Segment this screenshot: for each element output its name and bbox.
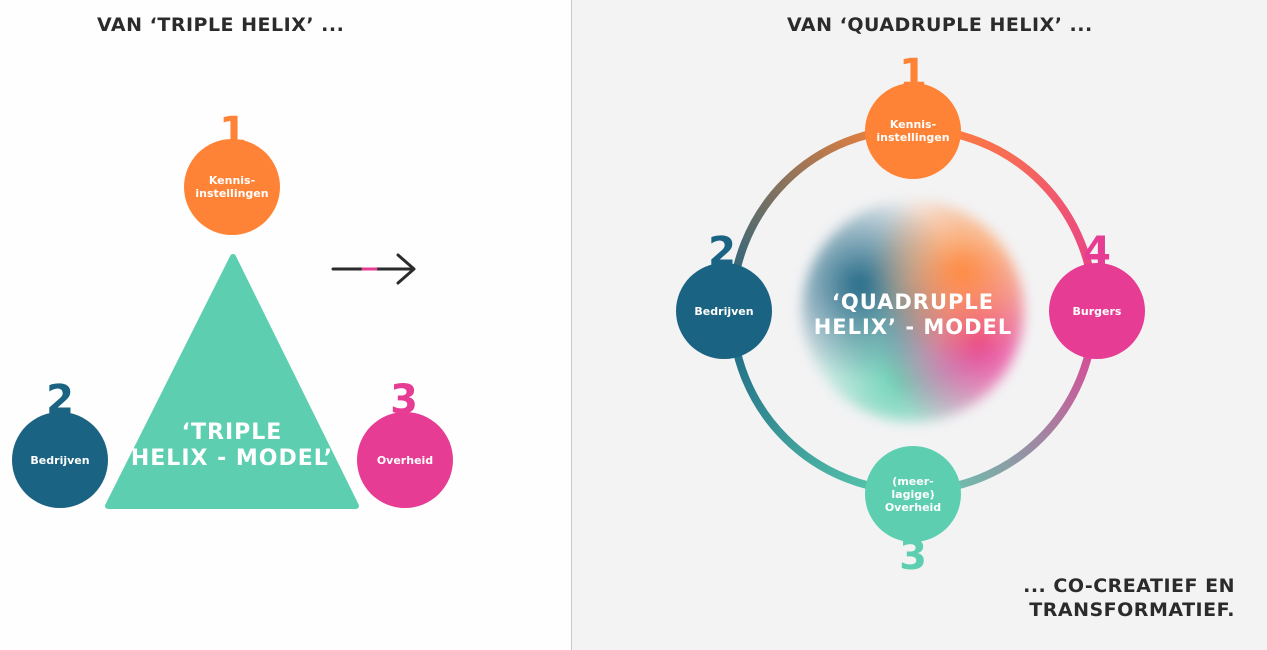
node-bedrijven: Bedrijven [12, 412, 108, 508]
node-bedrijven: Bedrijven [676, 263, 772, 359]
triple-helix-panel [0, 0, 571, 650]
node-label: Kennis- instellingen [195, 174, 269, 200]
quadruple-helix-heading: VAN ‘QUADRUPLE HELIX’ ... [787, 14, 1093, 36]
node-label: Kennis- instellingen [876, 118, 950, 144]
node-kennisinstellingen: Kennis- instellingen [865, 83, 961, 179]
co-creatief-footer: ... CO-CREATIEF EN TRANSFORMATIEF. [1023, 575, 1235, 621]
node-kennisinstellingen: Kennis- instellingen [184, 139, 280, 235]
triple-helix-heading: VAN ‘TRIPLE HELIX’ ... [97, 14, 345, 36]
node-number-3: 3 [899, 533, 927, 579]
node-label: Burgers [1072, 304, 1122, 318]
quadruple-helix-blend-shape [802, 200, 1024, 422]
node-label: Bedrijven [694, 304, 754, 318]
node-label: Overheid [376, 453, 434, 467]
triple-helix-triangle-shape [105, 254, 359, 509]
node-burgers: Burgers [1049, 263, 1145, 359]
node-meerlagige-overheid: (meer- lagige) Overheid [865, 446, 961, 542]
right-arrow-icon [331, 253, 416, 285]
quadruple-helix-model-label: ‘QUADRUPLE HELIX’ - MODEL [813, 290, 1013, 339]
node-overheid: Overheid [357, 412, 453, 508]
triple-helix-model-label: ‘TRIPLE HELIX - MODEL’ [130, 420, 334, 471]
node-label: (meer- lagige) Overheid [884, 474, 942, 514]
node-label: Bedrijven [30, 453, 90, 467]
